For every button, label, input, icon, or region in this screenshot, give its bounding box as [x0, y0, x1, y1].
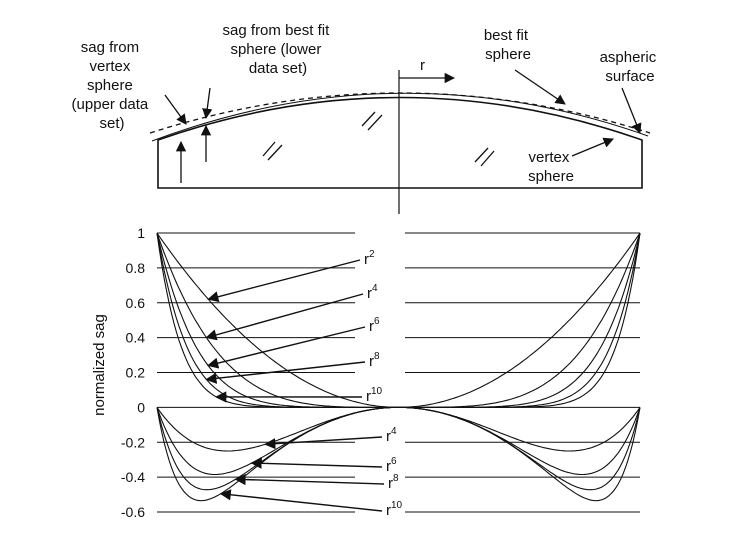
series-curves	[156, 232, 641, 502]
lower-curve-r4	[156, 406, 641, 452]
sag-bestfit-arrow-down	[202, 87, 213, 120]
label-vertex-sphere: vertex sphere	[528, 149, 574, 185]
y-tick-label: 0.4	[126, 330, 146, 346]
series-label-lower-r8-arrow	[234, 473, 385, 486]
series-label-lower-r10: r10	[386, 500, 403, 519]
upper-curve-r8	[156, 232, 641, 408]
glass-hatch	[262, 111, 495, 167]
series-label-lower-r6-arrow	[250, 457, 383, 469]
best-fit-pointer	[514, 69, 566, 105]
y-tick-label: 0.6	[126, 295, 146, 311]
y-axis-label: normalized sag	[91, 314, 108, 416]
gridlines	[157, 232, 640, 513]
series-label-lower-r4-arrow	[264, 436, 383, 450]
sag-vertex-arrow-down	[164, 94, 187, 125]
upper-curve-r2	[156, 232, 641, 408]
series-label-upper-r2: r2	[364, 249, 375, 268]
upper-curve-r4	[156, 232, 641, 408]
y-tick-label: 0.2	[126, 365, 146, 381]
series-label-lower-r10-arrow	[219, 489, 383, 512]
vertex-pointer	[571, 137, 614, 157]
lens-outline	[157, 96, 643, 189]
label-sag-vertex: sag from vertex sphere (upper data set)	[72, 39, 153, 132]
lens-diagram: r sag from vertex sphere (upper data set…	[72, 22, 661, 214]
y-tick-label: 1	[137, 225, 145, 241]
best-fit-sphere-curve	[149, 92, 651, 134]
series-label-lower-r4: r4	[386, 426, 397, 445]
series-label-lower-r6: r6	[386, 456, 397, 475]
y-tick-label: 0.8	[126, 260, 146, 276]
label-best-fit-sphere: best fit sphere	[484, 27, 532, 63]
y-tick-label: -0.6	[121, 504, 145, 520]
y-tick-label: -0.4	[121, 469, 145, 485]
series-label-lower-r8: r8	[388, 473, 399, 492]
y-tick-label: 0	[137, 399, 145, 415]
label-aspheric-surface: aspheric surface	[600, 49, 661, 85]
series-label-upper-r6-arrow	[207, 326, 366, 369]
series-label-upper-r2-arrow	[207, 259, 361, 303]
series-label-upper-r4: r4	[367, 283, 378, 302]
normalized-sag-chart: 10.80.60.40.20-0.2-0.4-0.6 r2r4r6r8r10r4…	[91, 225, 641, 520]
aspheric-surface-curve	[151, 92, 649, 142]
series-label-upper-r6: r6	[369, 316, 380, 335]
series-label-upper-r8: r8	[369, 351, 380, 370]
series-label-upper-r10: r10	[366, 386, 383, 405]
lower-curve-r10	[156, 406, 641, 502]
series-label-upper-r4-arrow	[205, 293, 364, 341]
upper-curve-r10	[156, 232, 641, 408]
upper-curve-r6	[156, 232, 641, 408]
lower-curve-r6	[156, 406, 641, 476]
r-arrow-label: r	[420, 57, 425, 74]
y-tick-labels: 1 0.8 0.6 0.4 0.2 0 -0.2 -0.4 -0.6	[121, 225, 145, 520]
label-sag-bestfit: sag from best fit sphere (lower data set…	[223, 22, 334, 77]
series-label-upper-r8-arrow	[205, 361, 366, 384]
aspheric-pointer	[621, 87, 642, 134]
y-tick-label: -0.2	[121, 434, 145, 450]
